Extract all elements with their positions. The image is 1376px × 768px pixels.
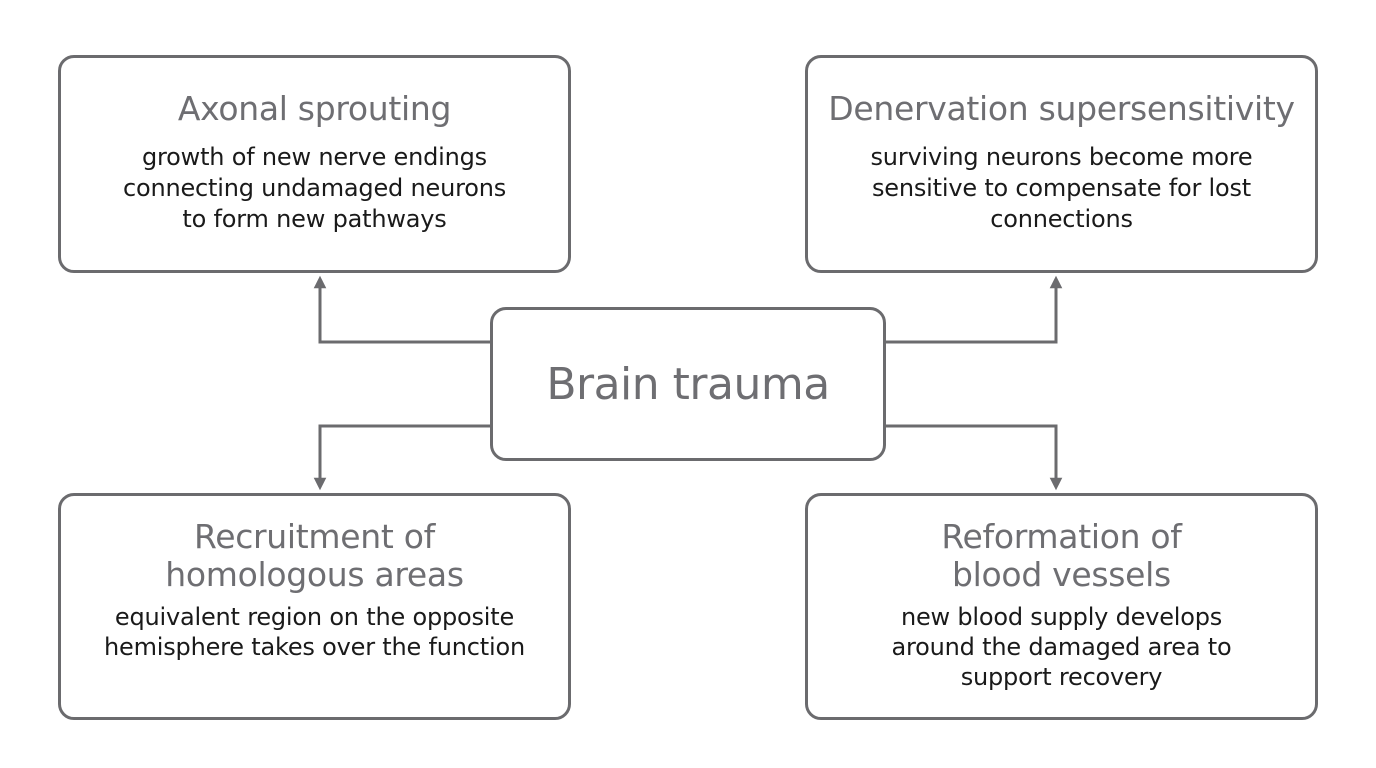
node-description: growth of new nerve endings connecting u… <box>122 143 507 233</box>
node-recruitment-of-homologous-areas: Recruitment of homologous areas equivale… <box>58 493 571 720</box>
arrow-to-axonal-sprouting <box>313 275 490 344</box>
node-title: Axonal sprouting <box>177 89 452 128</box>
node-axonal-sprouting: Axonal sprouting growth of new nerve end… <box>58 55 571 273</box>
node-title: Recruitment of homologous areas <box>165 517 464 594</box>
node-description: equivalent region on the opposite hemisp… <box>104 603 525 661</box>
node-denervation-supersensitivity: Denervation supersensitivity surviving n… <box>805 55 1318 273</box>
node-description: surviving neurons become more sensitive … <box>870 143 1253 233</box>
arrow-to-denervation-supersensitivity <box>886 275 1063 344</box>
arrow-to-recruitment-of-homologous-areas <box>313 424 490 491</box>
node-reformation-of-blood-vessels: Reformation of blood vessels new blood s… <box>805 493 1318 720</box>
arrow-to-reformation-of-blood-vessels <box>886 424 1063 491</box>
node-title: Reformation of blood vessels <box>941 517 1182 594</box>
node-brain-trauma: Brain trauma <box>490 307 886 461</box>
node-description: new blood supply develops around the dam… <box>891 603 1232 691</box>
node-title: Denervation supersensitivity <box>828 89 1295 128</box>
center-title: Brain trauma <box>546 358 830 410</box>
